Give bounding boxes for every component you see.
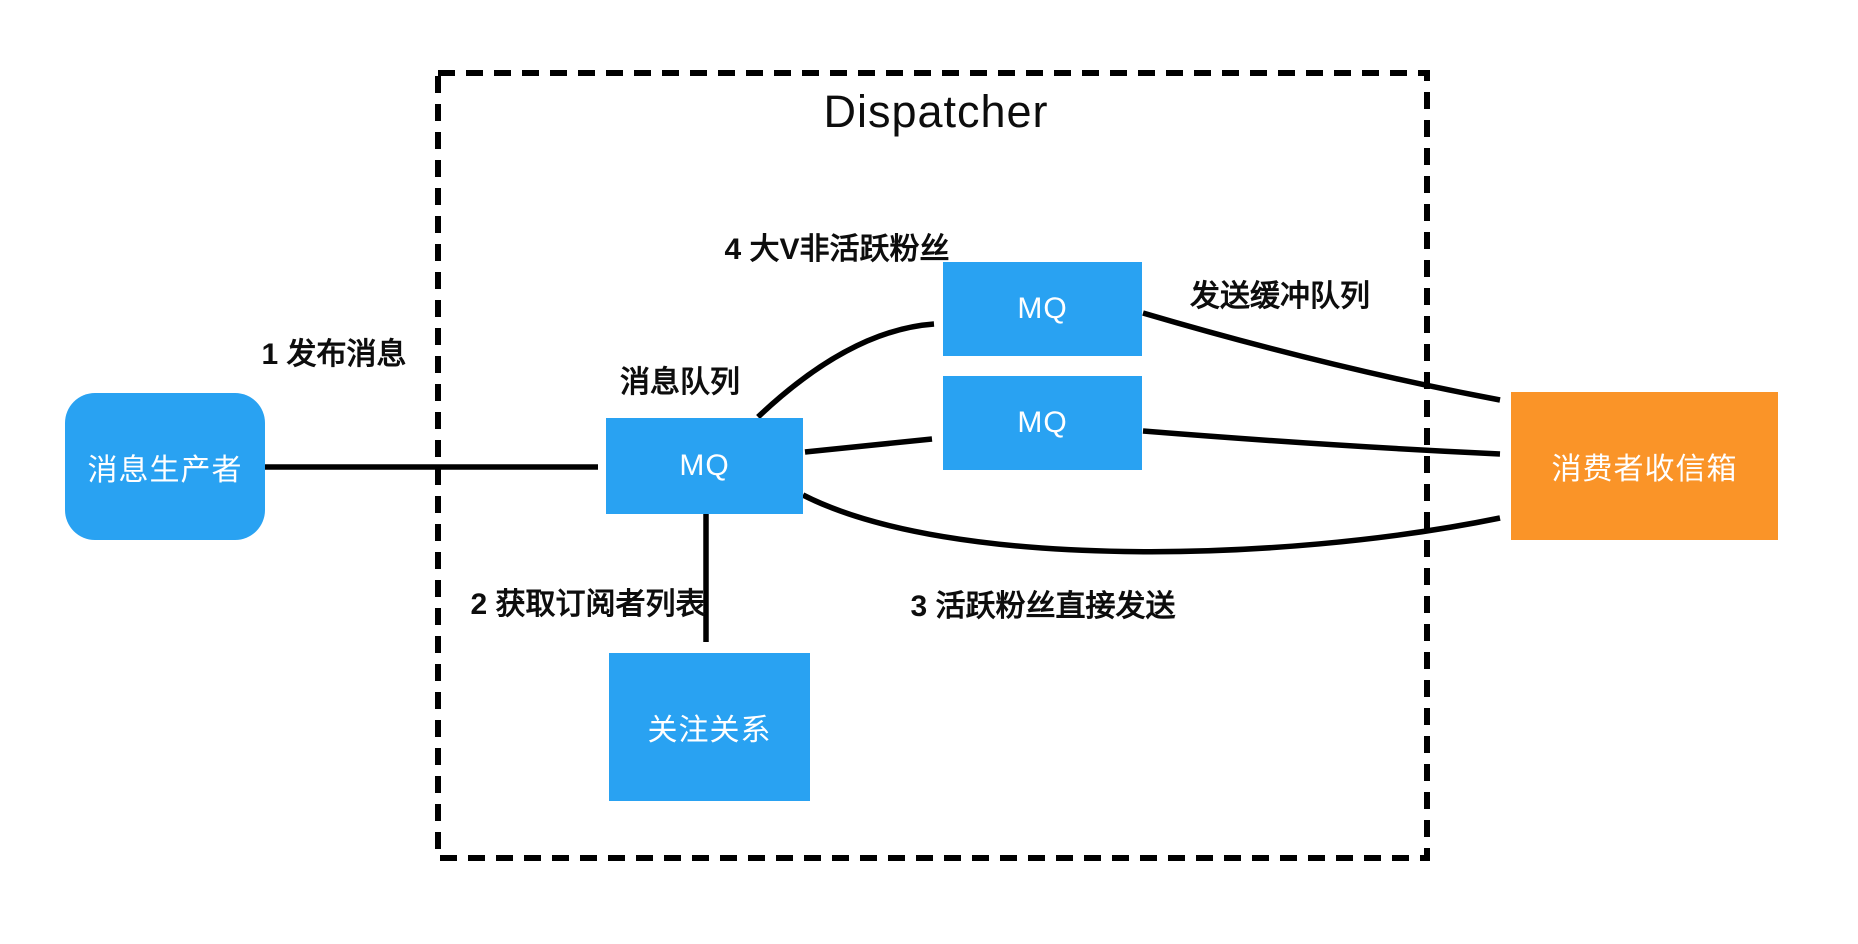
- label-send-buffer-queue: 发送缓冲队列: [1190, 280, 1370, 313]
- label-step2-get-subscriber-list: 2 获取订阅者列表: [470, 588, 706, 621]
- label-step4-bigv-inactive-fans: 4 大V非活跃粉丝: [724, 233, 950, 266]
- dispatcher-boundary: [435, 70, 1430, 861]
- node-central-mq-label: MQ: [679, 449, 730, 482]
- label-step1-publish-message: 1 发布消息: [261, 338, 407, 371]
- node-buffer-mq-bottom-label: MQ: [1017, 406, 1068, 439]
- node-buffer-mq-top-label: MQ: [1017, 292, 1068, 325]
- node-follow-relation: 关注关系: [609, 653, 810, 801]
- label-message-queue: 消息队列: [620, 366, 740, 399]
- node-buffer-mq-bottom: MQ: [943, 376, 1142, 470]
- node-buffer-mq-top: MQ: [943, 262, 1142, 356]
- node-message-producer: 消息生产者: [65, 393, 265, 540]
- edge-active-fans-direct: [801, 492, 1501, 555]
- node-consumer-inbox: 消费者收信箱: [1511, 392, 1778, 540]
- edge-to-buffer-mq-bottom: [804, 436, 933, 455]
- edge-buffer-bottom-to-inbox: [1142, 428, 1501, 457]
- label-step3-active-fans-direct-send: 3 活跃粉丝直接发送: [910, 590, 1176, 623]
- node-central-mq: MQ: [606, 418, 803, 514]
- dispatcher-title: Dispatcher: [823, 86, 1049, 137]
- node-message-producer-label: 消息生产者: [87, 453, 243, 487]
- edge-buffer-top-to-inbox: [1142, 310, 1501, 403]
- node-follow-relation-label: 关注关系: [647, 714, 772, 747]
- node-consumer-inbox-label: 消费者收信箱: [1551, 453, 1738, 486]
- edge-to-buffer-mq-top: [756, 321, 935, 419]
